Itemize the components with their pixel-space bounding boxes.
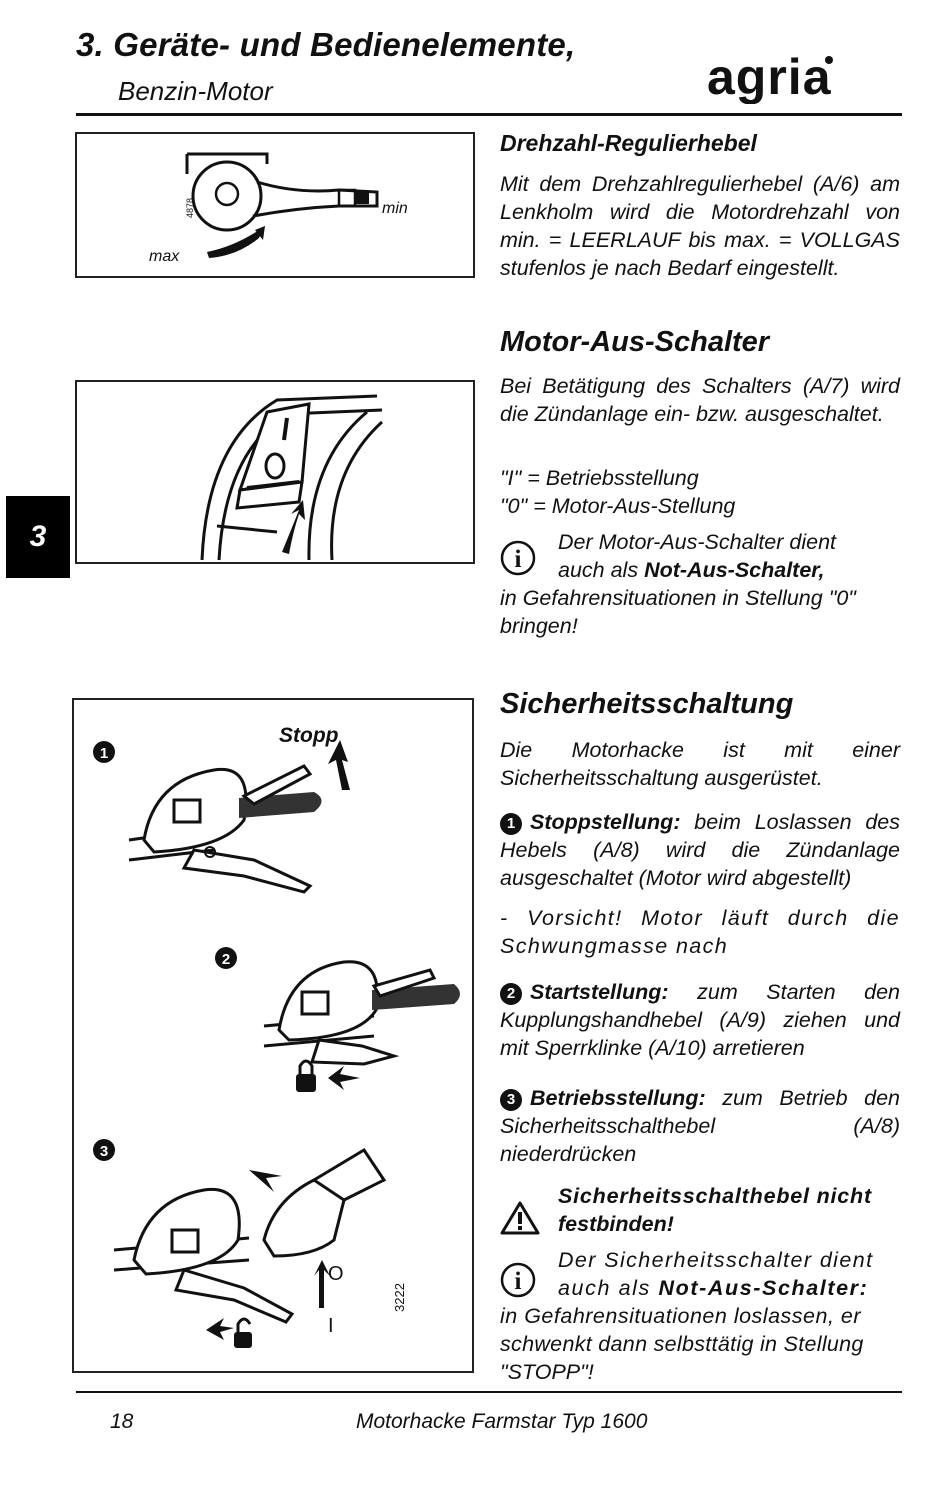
throttle-lever-figure: min max 4878 [75,132,475,278]
kill-switch-note-bold: Not-Aus-Schalter, [644,558,825,582]
chapter-tab: 3 [6,496,70,578]
safety-note-line2: auch als Not-Aus-Schalter: [558,1274,868,1302]
step-run-position: 3 Betriebsstellung: zum Betrieb den Siche… [500,1084,900,1168]
kill-switch-note-line2-pre: auch als [558,558,645,582]
safety-note-line1: Der Sicherheitsschalter dient [558,1248,874,1272]
step-start-position: 2 Startstellung: zum Starten den Kupplung… [500,978,900,1062]
step3-title: Betriebsstellung: [530,1086,706,1110]
kill-switch-note-line3: in Gefahrensituationen in Stellung "0" [500,586,856,610]
document-name: Motorhacke Farmstar Typ 1600 [356,1410,648,1433]
warn-line2: festbinden! [558,1212,674,1236]
step-number-3: 3 [500,1089,522,1111]
page-subtitle: Benzin-Motor [118,76,273,106]
kill-switch-note-line2: auch als Not-Aus-Schalter, [558,556,824,584]
page-title: 3. Geräte- und Bedienelemente, [76,26,576,63]
fig-num-3: 3 [100,1143,108,1160]
warning-icon [500,1201,540,1235]
svg-text:agria: agria [707,49,832,104]
switch-position-run: "I" = Betriebsstellung [500,466,699,490]
safety-note-line4: schwenkt dann selbsttätig in Stellung [500,1332,864,1356]
kill-switch-figure [75,380,475,564]
safety-note-bold: Not-Aus-Schalter: [658,1276,869,1300]
fig-code-4878: 4878 [185,198,195,218]
step-stop-position: 1 Stoppstellung: beim Loslassen des Hebel… [500,808,900,892]
step3-text: zum Betrieb den Sicherheitsschalthebel (… [500,1086,900,1166]
kill-switch-note-line1: Der Motor-Aus-Schalter dient [558,530,837,554]
section-intro-safety: Die Motorhacke ist mit einer Sicherheits… [500,738,900,790]
agria-logo-icon: agria [707,49,833,104]
safety-switch-figure: 1 Stopp 2 3 O I [72,698,474,1373]
info-icon: i [500,1262,536,1298]
header-rule [76,113,902,116]
section-text-kill-switch: Bei Betätigung des Schalters (A/7) wird … [500,374,900,426]
step1-text: beim Loslassen des Hebels (A/8) wird die… [500,810,900,890]
fig-label-stopp: Stopp [279,724,339,747]
section-heading-kill-switch: Motor-Aus-Schalter [500,326,770,358]
safety-note-line5: "STOPP"! [500,1360,594,1384]
fig-num-2: 2 [222,951,230,968]
fig-label-O: O [328,1263,344,1285]
kill-switch-note-line4: bringen! [500,614,578,638]
step-number-2: 2 [500,983,522,1005]
svg-text:i: i [515,1268,522,1295]
fig-num-1: 1 [100,745,108,762]
fig-label-max: max [149,248,180,265]
step2-title: Startstellung: [530,980,669,1004]
step1-title: Stoppstellung: [530,810,681,834]
switch-position-off: "0" = Motor-Aus-Stellung [500,494,736,518]
safety-note-line3: in Gefahrensituationen loslassen, er [500,1304,862,1328]
fig-label-I: I [328,1315,334,1337]
step-number-1: 1 [500,813,522,835]
page-number: 18 [110,1410,134,1433]
step2-text: zum Starten den Kupplungshandhebel (A/9)… [500,980,900,1060]
fig-code-3222: 3222 [392,1283,407,1312]
safety-note-line2-pre: auch als [558,1276,659,1300]
svg-text:i: i [515,546,522,573]
section-heading-safety: Sicherheitsschaltung [500,688,794,720]
section-text-throttle: Mit dem Drehzahlregulierhebel (A/6) am L… [500,172,900,280]
kill-switch-note: Der Motor-Aus-Schalter dient [558,528,836,556]
info-icon: i [500,540,536,576]
caution-text: - Vorsicht! Motor läuft durch die Schwun… [500,906,900,958]
footer-rule [76,1391,902,1393]
warn-line1: Sicherheitsschalthebel nicht [558,1184,872,1208]
fig-label-min: min [382,200,408,217]
section-heading-throttle: Drehzahl-Regulierhebel [500,130,757,156]
